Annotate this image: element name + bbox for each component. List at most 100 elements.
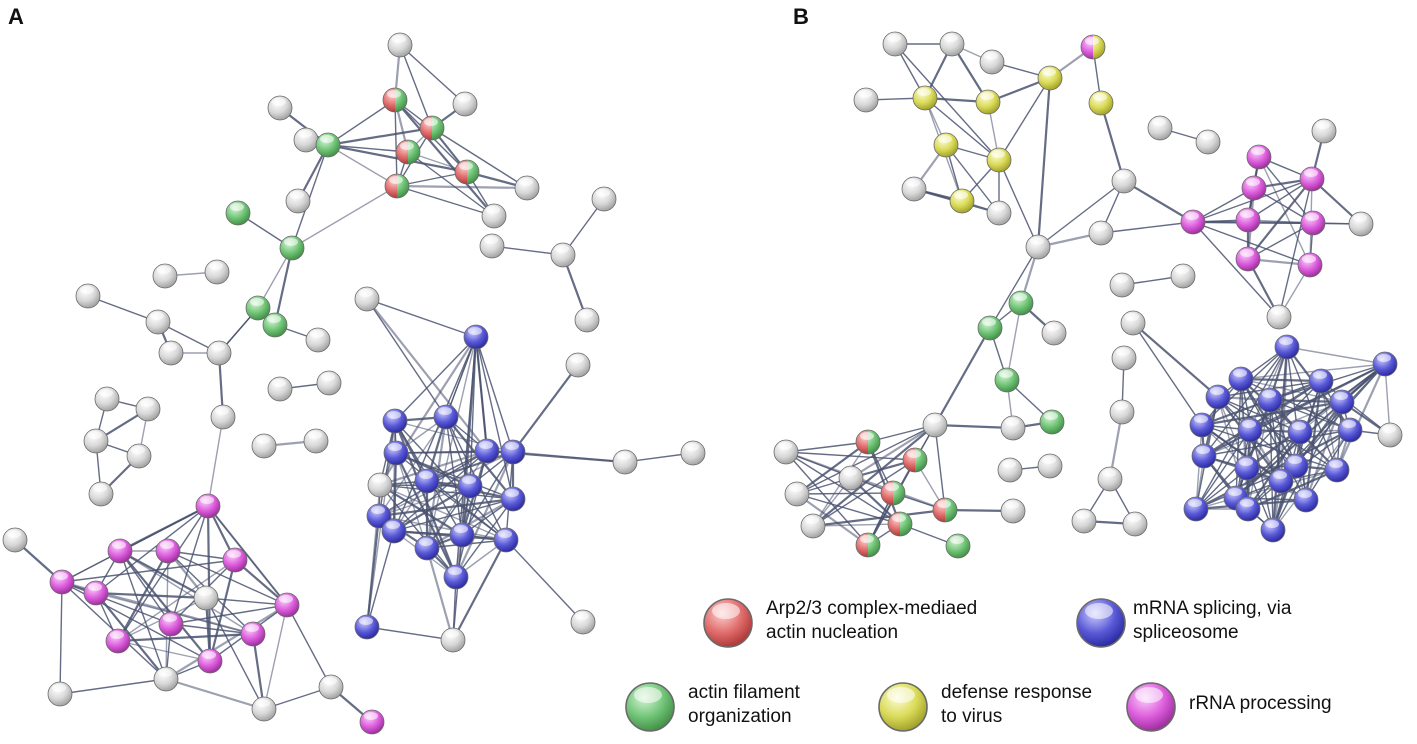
node-a7: [419, 115, 445, 141]
network-edge: [475, 336, 514, 500]
node-b43: [1037, 453, 1063, 479]
network-edge: [378, 515, 507, 541]
network-edge: [327, 144, 398, 187]
node-a27: [158, 340, 184, 366]
network-edge: [394, 99, 495, 217]
node-a37: [210, 404, 236, 430]
node-b13: [986, 147, 1012, 173]
node-b44: [997, 457, 1023, 483]
node-a20: [152, 263, 178, 289]
network-edge: [1123, 180, 1194, 223]
network-edge: [934, 327, 991, 426]
node-a16: [591, 186, 617, 212]
network-edge: [251, 633, 266, 710]
network-edge: [119, 550, 172, 625]
network-edge: [1240, 378, 1274, 531]
network-edge: [998, 159, 1039, 248]
node-a55: [318, 674, 344, 700]
node-a28: [206, 340, 232, 366]
network-edge: [475, 336, 488, 452]
node-b57: [1122, 511, 1148, 537]
network-edge: [396, 185, 495, 217]
network-edge: [1132, 322, 1203, 426]
node-a39: [303, 428, 329, 454]
network-edge: [167, 550, 288, 606]
node-a48: [274, 592, 300, 618]
network-edge: [1320, 380, 1391, 436]
node-b48: [838, 465, 864, 491]
legend-swatch-blue: [1076, 598, 1126, 648]
network-edge: [291, 185, 398, 249]
network-edge: [61, 505, 209, 583]
network-edge: [1240, 378, 1343, 403]
network-edge: [1286, 346, 1386, 365]
node-a21: [204, 259, 230, 285]
node-a8: [395, 139, 421, 165]
node-b6: [853, 87, 879, 113]
node-a1: [387, 32, 413, 58]
network-edge: [1247, 399, 1271, 510]
node-b19: [901, 176, 927, 202]
node-b36: [1120, 310, 1146, 336]
node-a46: [83, 580, 109, 606]
network-edge: [1217, 346, 1288, 398]
network-edge: [998, 77, 1051, 161]
network-edge: [1201, 424, 1338, 471]
node-b28: [1235, 246, 1261, 272]
network-edge: [379, 484, 507, 541]
network-edge: [1037, 180, 1125, 248]
network-edge: [407, 151, 495, 217]
network-edge: [1201, 400, 1343, 427]
node-b42: [922, 412, 948, 438]
node-a50: [240, 621, 266, 647]
network-edge: [165, 604, 288, 680]
node-a53: [153, 666, 179, 692]
node-a71: [493, 527, 519, 553]
node-a2: [267, 95, 293, 121]
legend-swatch-yellow: [878, 682, 928, 732]
network-edge: [207, 505, 288, 606]
node-a59: [382, 408, 408, 434]
network-edge: [399, 44, 466, 105]
node-a30: [267, 376, 293, 402]
network-edge: [95, 505, 209, 594]
node-b72: [1191, 443, 1217, 469]
network-edge: [366, 530, 395, 628]
node-a34: [83, 428, 109, 454]
node-a52: [197, 648, 223, 674]
node-b14: [1111, 168, 1137, 194]
legend-ball-green: [625, 682, 675, 732]
network-edge: [1217, 396, 1248, 469]
node-a79: [570, 609, 596, 635]
network-edge: [119, 550, 254, 635]
node-b29: [1297, 252, 1323, 278]
node-b40: [1039, 409, 1065, 435]
network-edge: [394, 336, 477, 422]
panel-label-a: A: [8, 4, 24, 29]
network-edge: [1100, 221, 1194, 234]
network-edge: [796, 493, 901, 525]
legend-label-blue: mRNA splicing, via spliceosome: [1133, 597, 1291, 645]
network-edge: [1240, 363, 1386, 380]
node-b58: [855, 532, 881, 558]
legend-swatch-red: [703, 598, 753, 648]
network-edge: [366, 626, 454, 641]
node-b52: [932, 497, 958, 523]
node-b70: [1337, 417, 1363, 443]
node-a47: [193, 585, 219, 611]
node-b10: [1147, 115, 1173, 141]
node-b24: [1235, 207, 1261, 233]
node-a57: [359, 709, 385, 735]
node-a67: [366, 503, 392, 529]
network-edge: [796, 424, 936, 495]
network-edge: [1006, 302, 1022, 381]
legend-swatch-magenta: [1126, 682, 1176, 732]
network-edge: [785, 451, 869, 546]
node-b79: [1183, 496, 1209, 522]
panel-label-b: B: [793, 4, 809, 29]
node-b1: [882, 31, 908, 57]
network-edge: [924, 97, 1000, 161]
node-a41: [2, 527, 28, 553]
node-b34: [977, 315, 1003, 341]
